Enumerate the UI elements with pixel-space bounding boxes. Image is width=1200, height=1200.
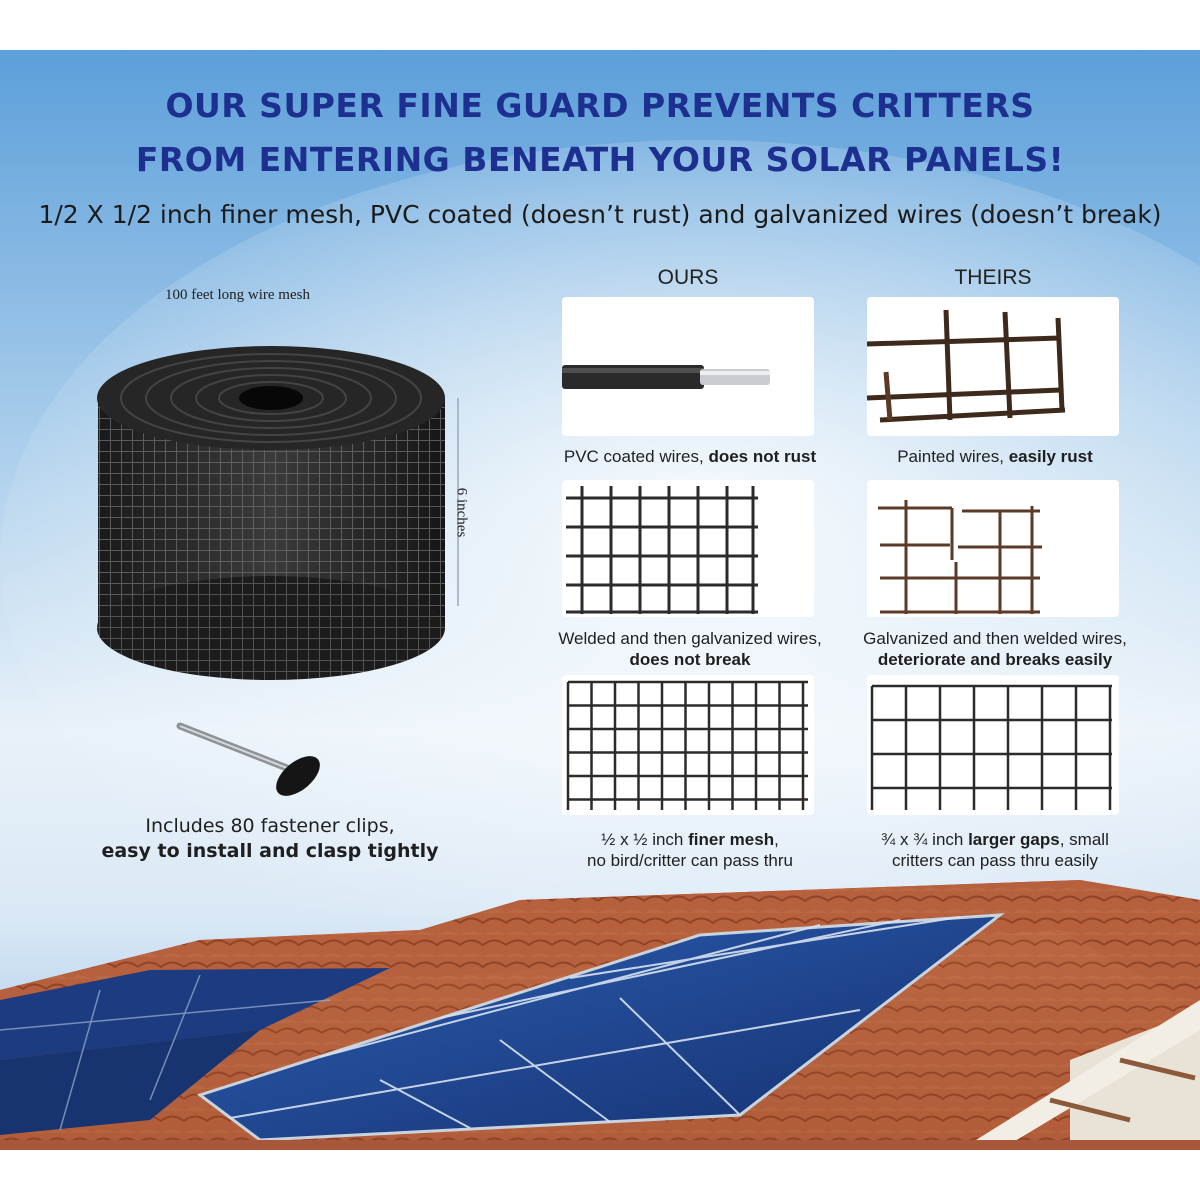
fine-mesh-icon [562, 675, 814, 815]
theirs-caption-row-3-suffix: , small [1059, 830, 1109, 849]
painted-wire-icon [866, 297, 1119, 436]
ours-caption-row-2: Welded and then galvanized wires, does n… [530, 628, 850, 670]
coarse-mesh-icon [867, 675, 1119, 815]
broken-mesh-icon [867, 480, 1119, 617]
theirs-caption-row-3-bold: larger gaps [968, 830, 1060, 849]
ours-caption-row-1-bold: does not rust [708, 447, 817, 466]
pvc-wire-icon [562, 297, 814, 436]
theirs-caption-row-3: ¾ x ¾ inch larger gaps, small critters c… [835, 829, 1155, 871]
headline-line-1: OUR SUPER FINE GUARD PREVENTS CRITTERS [165, 86, 1035, 125]
ours-caption-row-3-suffix: , [774, 830, 779, 849]
clips-caption-line-2: easy to install and clasp tightly [101, 840, 439, 862]
theirs-caption-row-2: Galvanized and then welded wires, deteri… [835, 628, 1155, 670]
theirs-caption-row-2-text: Galvanized and then welded wires, [863, 629, 1127, 648]
ours-caption-row-2-bold: does not break [629, 650, 751, 669]
ours-heading: OURS [657, 266, 719, 289]
ours-caption-row-1-text: PVC coated wires, [563, 447, 709, 466]
theirs-caption-row-3-line-2: critters can pass thru easily [892, 851, 1098, 870]
ours-caption-row-3: ½ x ½ inch finer mesh, no bird/critter c… [530, 829, 850, 871]
ours-caption-row-1: PVC coated wires, does not rust [530, 446, 850, 467]
clips-caption-line-1: Includes 80 fastener clips, [145, 815, 395, 837]
theirs-caption-row-2-bold: deteriorate and breaks easily [877, 650, 1113, 669]
theirs-caption-row-3-prefix: ¾ x ¾ inch [881, 830, 969, 849]
clips-caption: Includes 80 fastener clips, easy to inst… [60, 814, 480, 864]
ours-caption-row-2-text: Welded and then galvanized wires, [558, 629, 822, 648]
ours-caption-row-3-prefix: ½ x ½ inch [601, 830, 689, 849]
subheadline: 1/2 X 1/2 inch finer mesh, PVC coated (d… [38, 200, 1162, 229]
theirs-caption-row-1: Painted wires, easily rust [835, 446, 1155, 467]
welded-mesh-icon [562, 480, 814, 617]
theirs-caption-row-1-bold: easily rust [1008, 447, 1093, 466]
ours-caption-row-3-line-2: no bird/critter can pass thru [587, 851, 793, 870]
wire-mesh-roll-image [97, 346, 445, 680]
height-label: 6 inches [453, 487, 470, 538]
theirs-caption-row-1-text: Painted wires, [897, 447, 1009, 466]
ours-caption-row-3-bold: finer mesh [688, 830, 775, 849]
headline-line-2: FROM ENTERING BENEATH YOUR SOLAR PANELS! [135, 140, 1065, 179]
length-label: 100 feet long wire mesh [165, 287, 310, 303]
solar-roof-illustration [0, 880, 1200, 1150]
theirs-heading: THEIRS [954, 266, 1032, 289]
fastener-clip-icon [176, 722, 320, 796]
